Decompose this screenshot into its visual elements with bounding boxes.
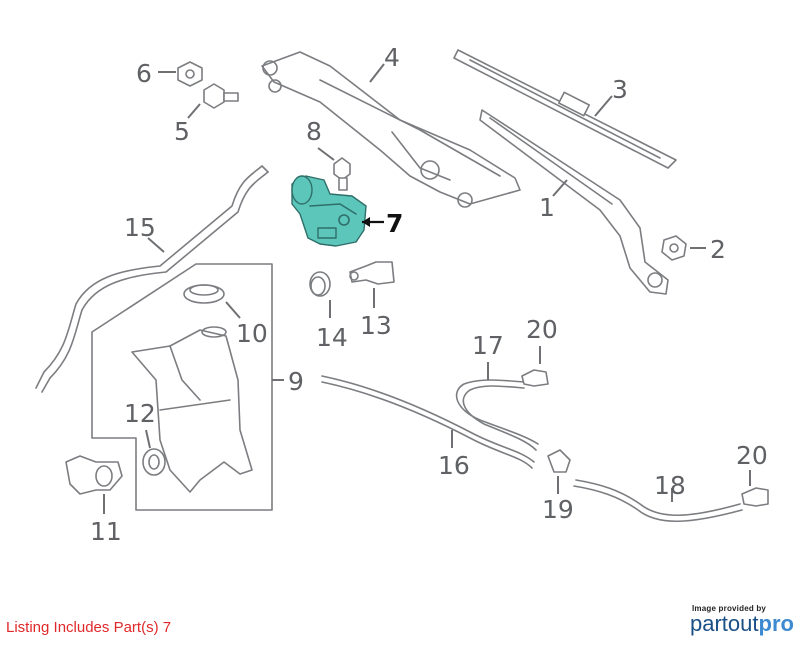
washer-reservoir-tank xyxy=(131,326,253,493)
partoutpro-logo: partoutpro xyxy=(690,611,794,637)
callout-5: 5 xyxy=(174,117,190,146)
washer-hose-part-17[interactable] xyxy=(455,379,539,451)
washer-pump-part-11[interactable] xyxy=(65,455,123,495)
wiper-blade-part[interactable] xyxy=(453,49,677,169)
washer-reservoir-group-frame xyxy=(91,263,273,511)
wiper-motor-part-highlighted[interactable] xyxy=(291,175,367,247)
grommet-part-14[interactable] xyxy=(309,271,331,297)
callout-9: 9 xyxy=(288,367,304,396)
callout-19: 19 xyxy=(542,495,574,524)
washer-hose-part-15[interactable] xyxy=(35,165,269,393)
brand-main: partout xyxy=(690,611,759,636)
check-valve-part-20-top[interactable] xyxy=(521,369,549,387)
callout-20-top: 20 xyxy=(526,315,558,344)
bolt-part-5[interactable] xyxy=(203,83,239,109)
callout-15: 15 xyxy=(124,213,156,242)
callout-3: 3 xyxy=(612,75,628,104)
callout-14: 14 xyxy=(316,323,348,352)
wiper-arm-part[interactable] xyxy=(479,109,669,295)
callout-8: 8 xyxy=(306,117,322,146)
joint-part-19[interactable] xyxy=(547,449,571,473)
provider-caption: Image provided by xyxy=(692,604,767,613)
callout-6: 6 xyxy=(136,59,152,88)
connector-part-13[interactable] xyxy=(349,261,395,285)
callout-2: 2 xyxy=(710,235,726,264)
check-valve-part-20-bottom[interactable] xyxy=(741,487,769,507)
callout-1: 1 xyxy=(539,193,555,222)
nut-part-2[interactable] xyxy=(661,235,687,261)
callout-7: 7 xyxy=(386,209,403,238)
reservoir-cap-part-10[interactable] xyxy=(183,284,225,304)
callout-4: 4 xyxy=(384,43,400,72)
callout-17: 17 xyxy=(472,331,504,360)
callout-11: 11 xyxy=(90,517,122,546)
callout-10: 10 xyxy=(236,319,268,348)
washer-hose-part-18[interactable] xyxy=(573,479,743,523)
callout-18: 18 xyxy=(654,471,686,500)
callout-16: 16 xyxy=(438,451,470,480)
bolt-part-8[interactable] xyxy=(333,157,351,191)
nut-part-6[interactable] xyxy=(177,61,203,87)
callout-13: 13 xyxy=(360,311,392,340)
washer-hose-part-16[interactable] xyxy=(321,375,535,469)
callout-20-bottom: 20 xyxy=(736,441,768,470)
wiper-linkage-part[interactable] xyxy=(261,51,521,208)
brand-accent: pro xyxy=(758,611,794,636)
listing-note: Listing Includes Part(s) 7 xyxy=(6,619,172,636)
grommet-part-12[interactable] xyxy=(142,448,166,476)
callout-12: 12 xyxy=(124,399,156,428)
